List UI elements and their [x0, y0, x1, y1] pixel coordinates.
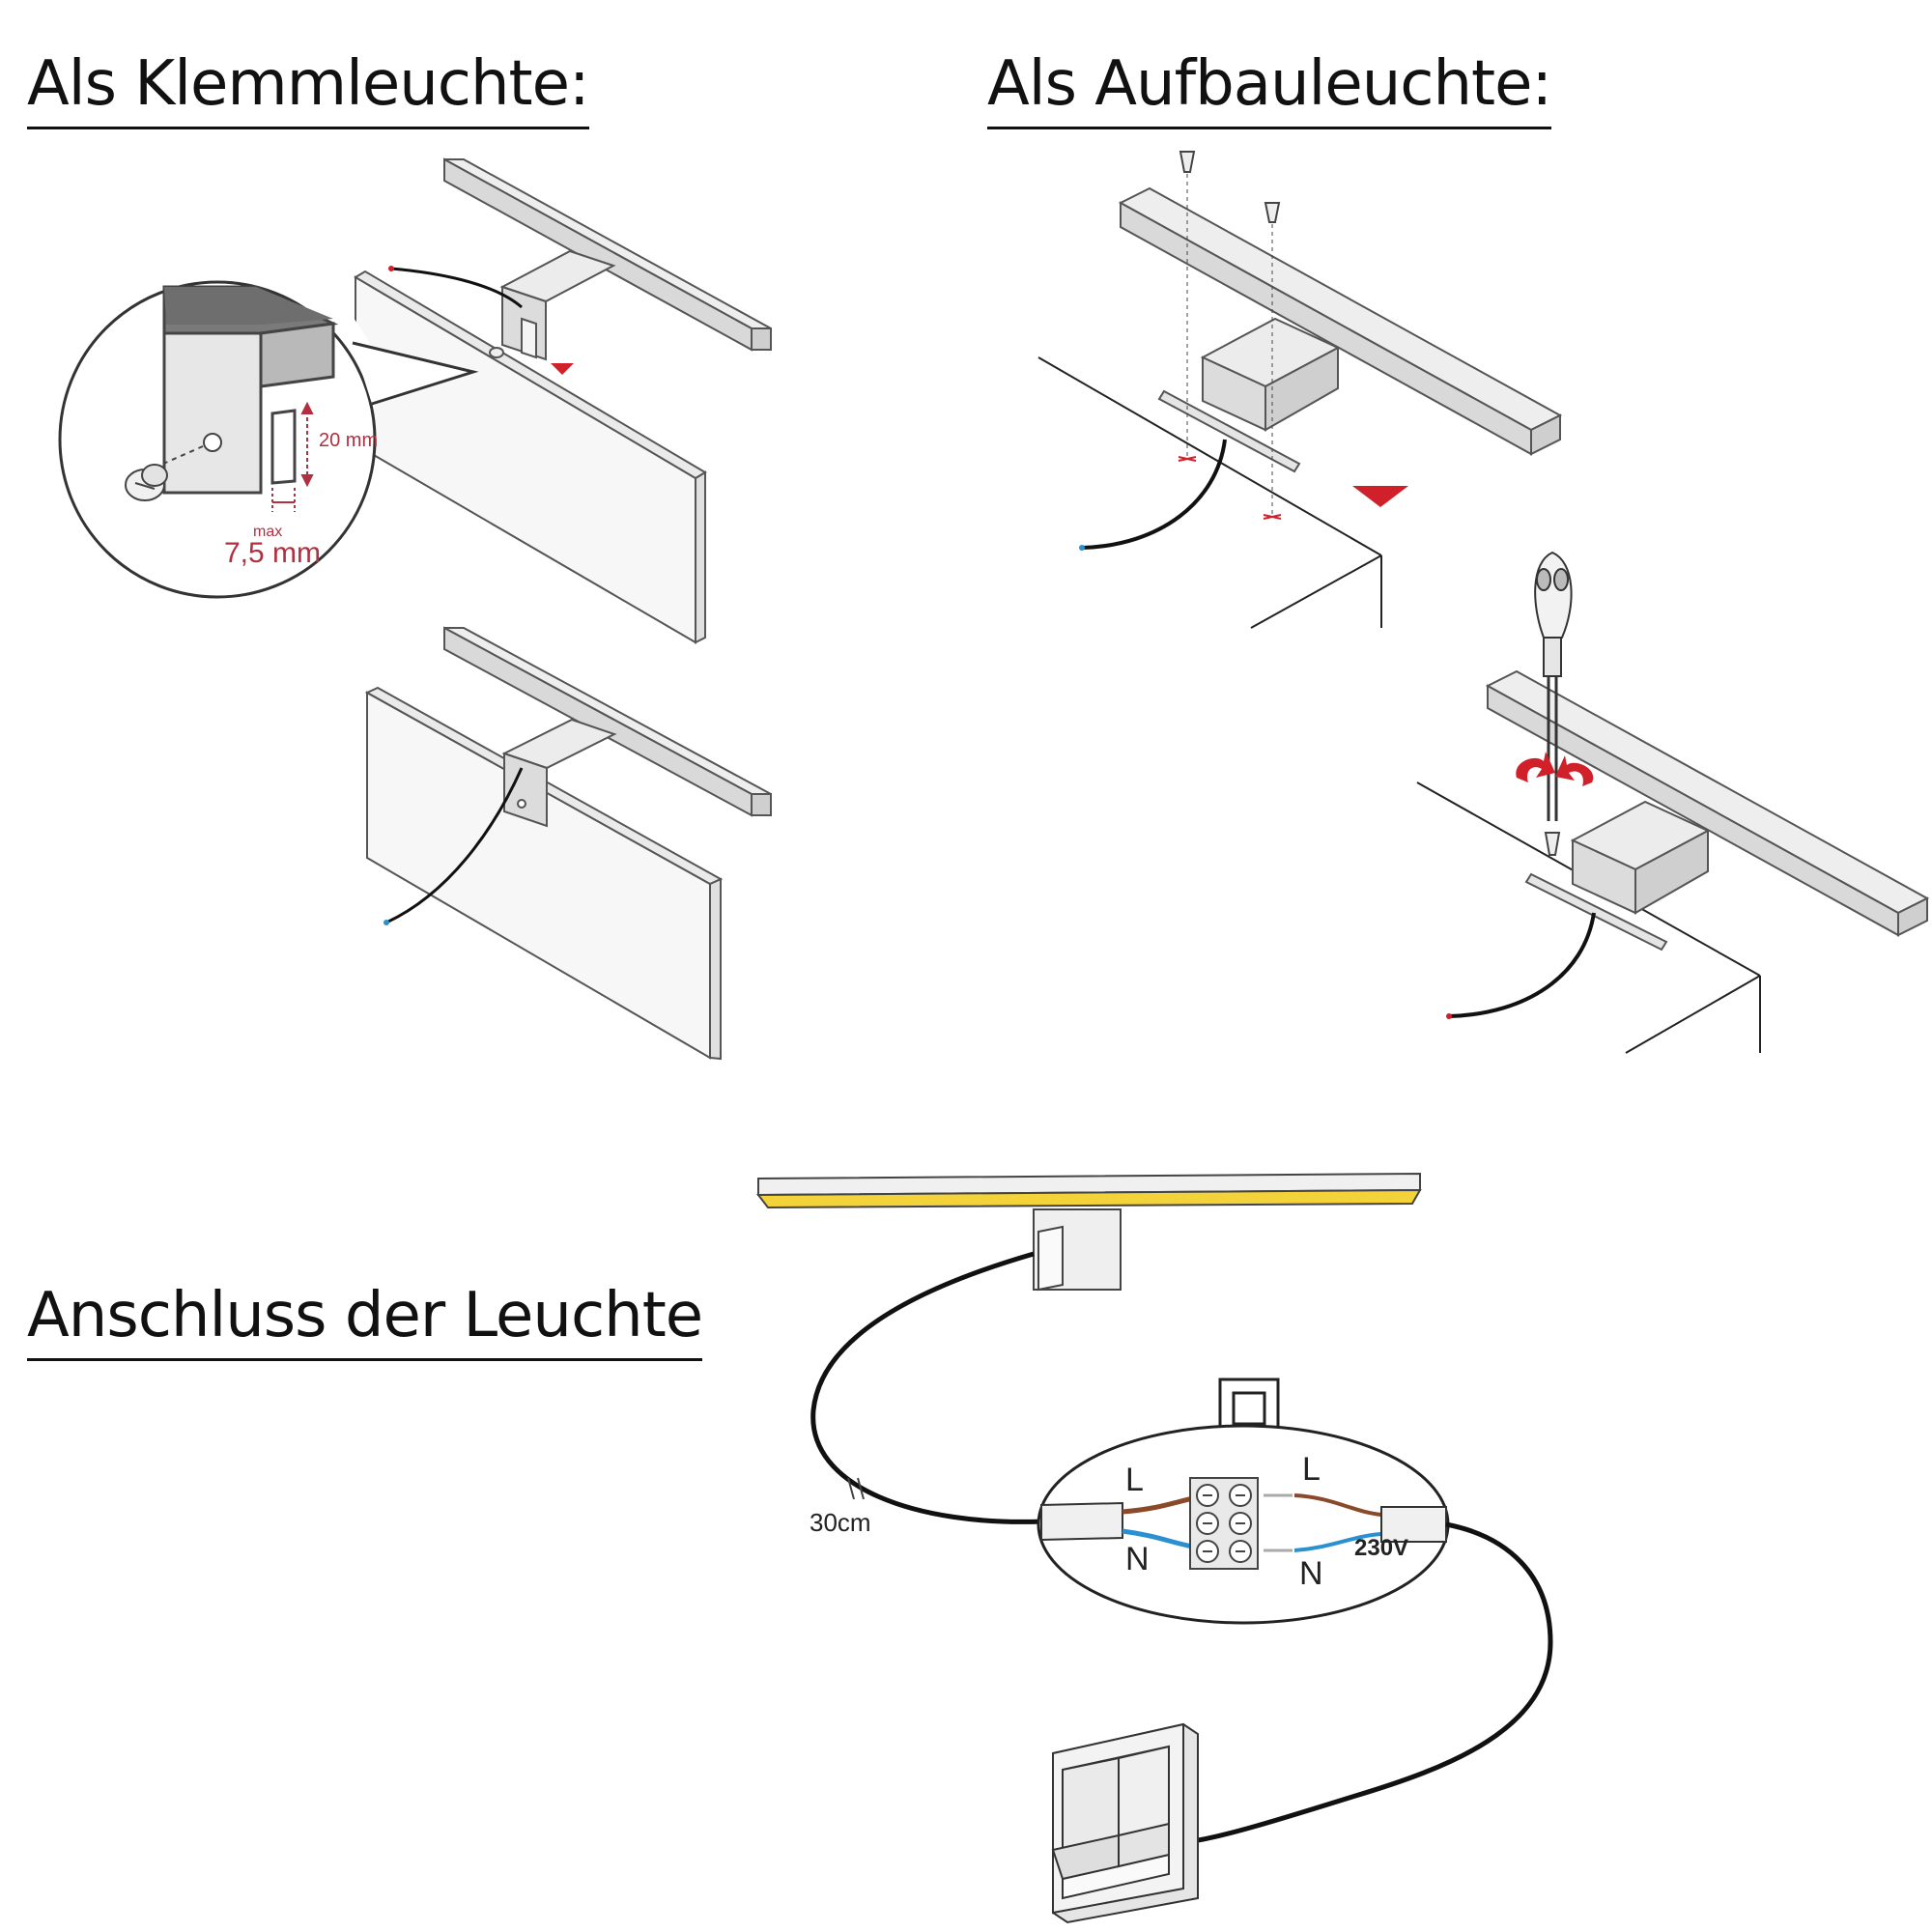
surface-screw-bottom: [1544, 832, 1561, 856]
mains-cable: [1197, 1521, 1553, 1843]
wire-L-right-label: L: [1302, 1451, 1321, 1488]
led-lamp-bar: [755, 1172, 1422, 1209]
clamp-bracket-bottom: [501, 718, 617, 828]
voltage-label: 230V: [1354, 1535, 1408, 1561]
led-lamp-bracket: [1033, 1208, 1122, 1292]
clamp-detail-max-value: 7,5 mm: [224, 537, 321, 569]
surface-bracket-top: [1157, 317, 1341, 473]
wire-N-right-label: N: [1299, 1555, 1323, 1592]
cable-sheath-right: [1380, 1506, 1447, 1543]
clamp-lamp-bar-top: [443, 157, 772, 352]
clamp-detail-dim-height: [300, 401, 314, 488]
surface-arrow-top: [1352, 486, 1408, 507]
wire-L-right: [1293, 1493, 1382, 1517]
heading-surface-mount: Als Aufbauleuchte:: [987, 53, 1552, 129]
light-switch-icon: [1051, 1722, 1199, 1924]
surface-drill-marks: [1178, 456, 1282, 520]
clamp-cable-bottom: [385, 767, 524, 924]
clamp-detail-dim-width: [271, 488, 296, 512]
clamp-detail-height-label: 20 mm: [319, 430, 378, 451]
cable-break-mark: [847, 1477, 865, 1500]
surface-cable-bottom: [1448, 912, 1596, 1018]
wire-N-left-label: N: [1125, 1541, 1150, 1577]
lamp-cable: [810, 1251, 1044, 1524]
heading-connection: Anschluss der Leuchte: [27, 1285, 703, 1361]
surface-lamp-bar-bottom: [1485, 669, 1930, 937]
wire-N-right: [1293, 1532, 1382, 1552]
clamp-detail-block: [162, 285, 339, 495]
terminal-block: [1189, 1477, 1259, 1570]
clamp-bracket-top: [499, 249, 616, 361]
wire-L-left-label: L: [1125, 1462, 1144, 1498]
cable-length-label: 30cm: [810, 1508, 871, 1537]
clamp-cable-top: [390, 267, 523, 309]
clamp-lamp-bar-bottom: [443, 626, 772, 817]
clamp-screw-small: [489, 347, 504, 358]
surface-lamp-bar-top: [1118, 186, 1563, 456]
surface-bracket-bottom: [1524, 800, 1711, 952]
rotate-icon: [1516, 752, 1594, 786]
surface-screws-top: [1179, 151, 1281, 517]
clamp-detail-max-label: max: [253, 524, 282, 540]
surface-cable-top: [1081, 439, 1227, 550]
clamp-detail-hole: [203, 433, 222, 452]
surface-cabinet-top: [1037, 356, 1382, 629]
cable-sheath-left: [1040, 1501, 1123, 1542]
heading-clamp-mount: Als Klemmleuchte:: [27, 53, 590, 129]
clamp-detail-screw: [125, 464, 168, 501]
clamp-arrow-top: [551, 363, 574, 375]
screwdriver-icon: [1534, 551, 1573, 821]
